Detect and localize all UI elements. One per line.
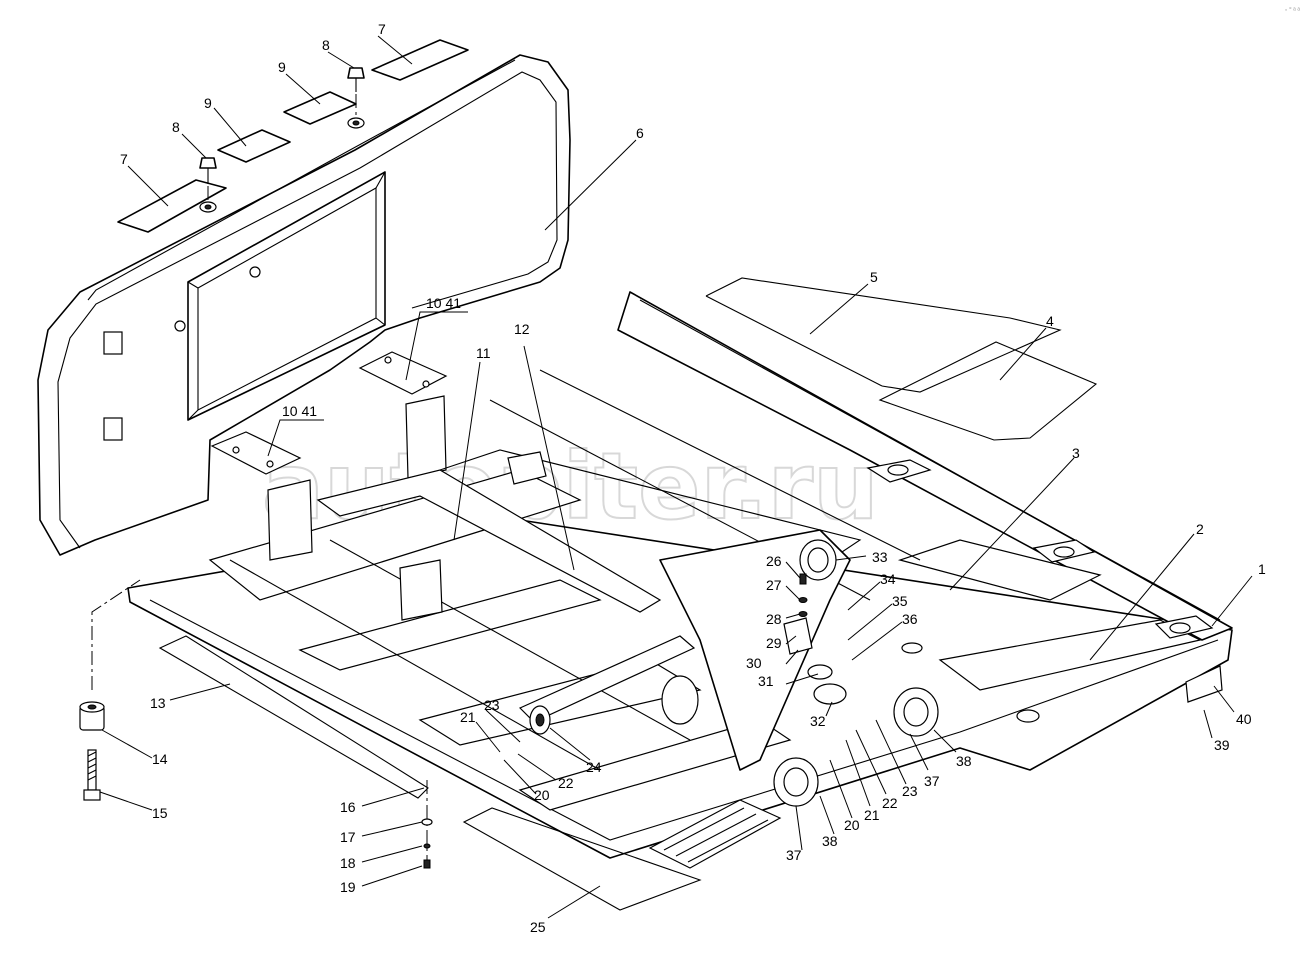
part-12-bracket [507,451,547,485]
part-9-seal-strip-left [217,129,291,163]
callout-4: 4 [1046,313,1054,329]
callout-19: 19 [340,879,356,895]
callout-10-41-lower: 10 41 [282,403,317,419]
callout-12: 12 [514,321,530,337]
part-37-hinge-boss-right [893,687,939,737]
callout-20-left: 20 [534,787,550,803]
callout-34: 34 [880,571,896,587]
callout-26: 26 [766,553,782,569]
callout-23-right: 23 [902,783,918,799]
part-13-bottom-plate [158,635,429,799]
part-4-floor-plate [878,341,1098,441]
callout-21-left: 21 [460,709,476,725]
callout-33: 33 [872,549,888,565]
callout-29: 29 [766,635,782,651]
part-14-mount [79,701,105,731]
corner-mark: ◦°ᵃᵃ [1284,6,1301,15]
callout-35: 35 [892,593,908,609]
callout-22-left: 22 [558,775,574,791]
callout-39: 39 [1214,737,1230,753]
callout-8-right: 8 [322,37,330,53]
callout-18: 18 [340,855,356,871]
part-15-bolt [83,749,101,801]
callout-24: 24 [586,759,602,775]
step-plate [648,799,782,869]
part-6-side-panel [37,54,571,556]
part-33-hinge-boss [799,539,837,581]
part-8-bolt-left [199,157,217,213]
callout-40: 40 [1236,711,1252,727]
part-11-crossbeam [316,449,862,613]
part-10-bracket-upper [358,351,448,395]
callout-38-left: 38 [822,833,838,849]
callout-23-left: 23 [484,697,500,713]
callout-5: 5 [870,269,878,285]
callout-14: 14 [152,751,168,767]
part-9-seal-strip-right [283,91,357,125]
callout-2: 2 [1196,521,1204,537]
callout-22-right: 22 [882,795,898,811]
part-37-hinge-boss-lower [773,757,819,807]
part-8-bolt-right [347,67,365,129]
callout-32: 32 [810,713,826,729]
callout-labels: 1 2 3 4 5 6 7 7 8 8 9 9 10 41 10 41 11 1… [120,21,1266,935]
callout-3: 3 [1072,445,1080,461]
callout-31: 31 [758,673,774,689]
leader-lines [99,35,1253,919]
callout-7-right: 7 [378,21,386,37]
callout-28: 28 [766,611,782,627]
fastener-stack-16-19 [421,780,433,869]
callout-7-left: 7 [120,151,128,167]
callout-37-left: 37 [786,847,802,863]
callout-17: 17 [340,829,356,845]
callout-10-41-upper: 10 41 [426,295,461,311]
callout-30: 30 [746,655,762,671]
part-40-cover [1185,665,1223,703]
callout-16: 16 [340,799,356,815]
callout-15: 15 [152,805,168,821]
part-7-seal-strip-left [117,179,227,233]
callout-6: 6 [636,125,644,141]
callout-9-left: 9 [204,95,212,111]
callout-21-right: 21 [864,807,880,823]
callout-11: 11 [476,345,491,361]
callout-9-right: 9 [278,59,286,75]
pivot-arm [659,529,851,771]
callout-38-right: 38 [956,753,972,769]
callout-8-left: 8 [172,119,180,135]
part-25-bottom-plate [462,807,702,911]
callout-25: 25 [530,919,546,935]
part-10-bracket-lower [210,431,302,475]
part-24-axle-cylinder [518,635,696,735]
part-5-floor-plate [705,277,1062,393]
callout-27: 27 [766,577,782,593]
callout-13: 13 [150,695,166,711]
callout-36: 36 [902,611,918,627]
mount-centerline [91,579,141,690]
callout-1: 1 [1258,561,1266,577]
part-7-seal-strip-right [371,39,469,81]
callout-37-right: 37 [924,773,940,789]
callout-20-right: 20 [844,817,860,833]
